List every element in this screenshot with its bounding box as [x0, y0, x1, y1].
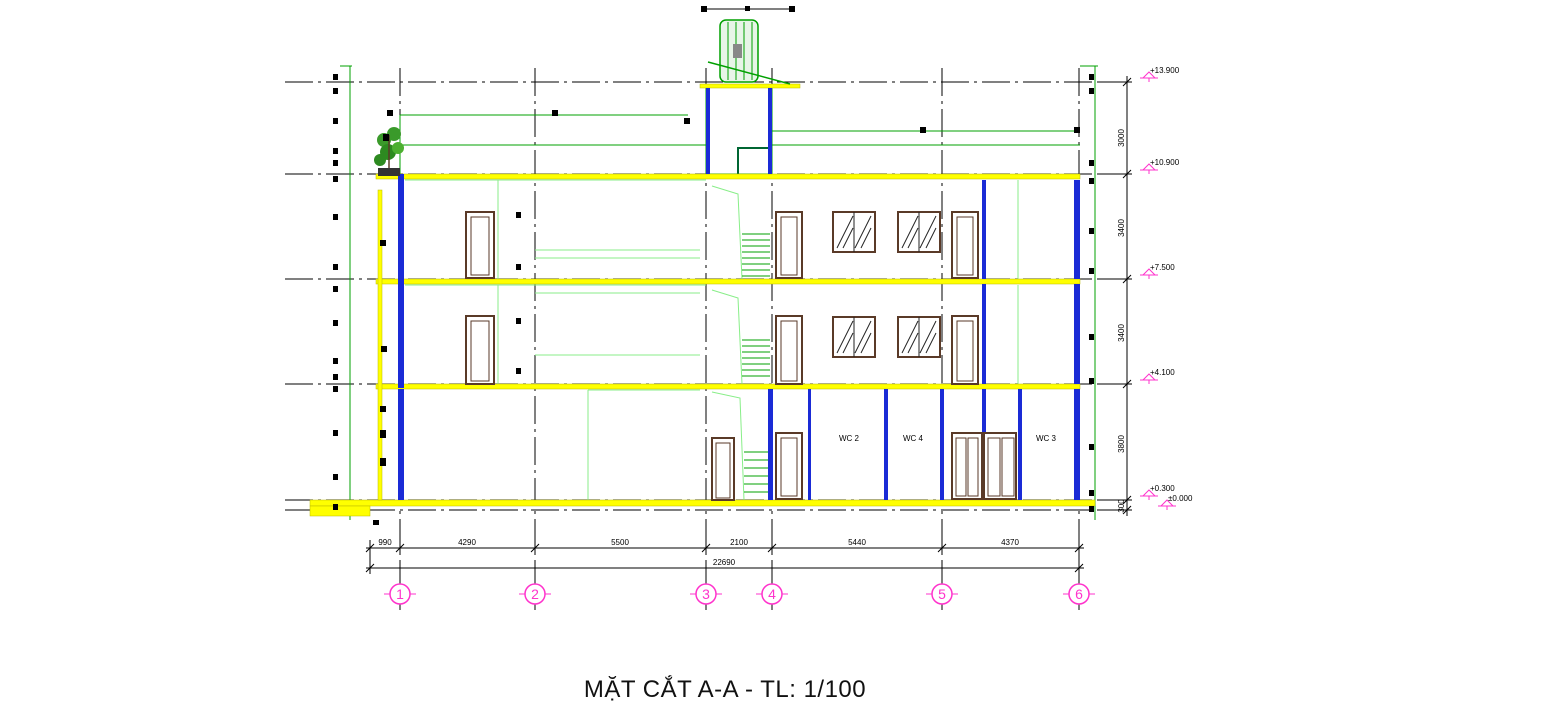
drawing-title: MẶT CẮT A-A - TL: 1/100	[583, 676, 867, 703]
dim-label: 3400	[1117, 324, 1126, 342]
stair-treads	[742, 233, 770, 493]
plant-icon	[374, 127, 404, 176]
room-label: WC 4	[903, 434, 924, 443]
axis-label: 2	[531, 586, 539, 602]
dim-label: 4290	[458, 538, 476, 547]
floor-slabs	[309, 83, 1096, 517]
dim-label: 990	[378, 538, 392, 547]
level-label: +10.900	[1150, 158, 1180, 167]
axis-labels: 1 2 3 4 5 6	[396, 586, 1083, 602]
columns	[398, 88, 1080, 500]
vertical-dimension-line	[1100, 76, 1132, 516]
level-label: +13.900	[1150, 66, 1180, 75]
axis-label: 3	[702, 586, 710, 602]
water-tank	[701, 6, 795, 85]
horizontal-dimension-labels: 990 4290 5500 2100 5440 4370 22690	[378, 538, 1019, 567]
room-label: WC 2	[839, 434, 860, 443]
axis-label: 5	[938, 586, 946, 602]
axis-label: 6	[1075, 586, 1083, 602]
dim-label: 300	[1117, 499, 1126, 513]
level-labels: +13.900 +10.900 +7.500 +4.100 +0.300 ±0.…	[1150, 66, 1193, 503]
room-label: WC 3	[1036, 434, 1057, 443]
dim-label: 3000	[1117, 129, 1126, 147]
dim-label: 5500	[611, 538, 629, 547]
dim-label: 3800	[1117, 435, 1126, 453]
horizontal-dimension-lines	[365, 540, 1084, 574]
level-label: ±0.000	[1168, 494, 1193, 503]
axis-label: 4	[768, 586, 776, 602]
dim-label: 2100	[730, 538, 748, 547]
marker-blocks	[333, 74, 1094, 525]
level-markers	[1140, 71, 1176, 510]
dim-label: 3400	[1117, 219, 1126, 237]
axis-bubbles	[389, 583, 1090, 605]
drawing-title-wrap: MẶT CẮT A-A - TL: 1/100	[0, 676, 1552, 704]
level-label: +7.500	[1150, 263, 1175, 272]
windows	[832, 211, 941, 358]
axis-label: 1	[396, 586, 404, 602]
vertical-dimension-labels: 3000 3400 3400 3800 300	[1117, 129, 1126, 513]
total-dim-label: 22690	[713, 558, 736, 567]
level-label: +0.300	[1150, 484, 1175, 493]
window-hatch	[836, 212, 937, 357]
door-leaves	[470, 216, 1015, 499]
dim-label: 4370	[1001, 538, 1019, 547]
level-label: +4.100	[1150, 368, 1175, 377]
room-labels: WC 2 WC 4 WC 3	[839, 434, 1057, 443]
dim-label: 5440	[848, 538, 866, 547]
